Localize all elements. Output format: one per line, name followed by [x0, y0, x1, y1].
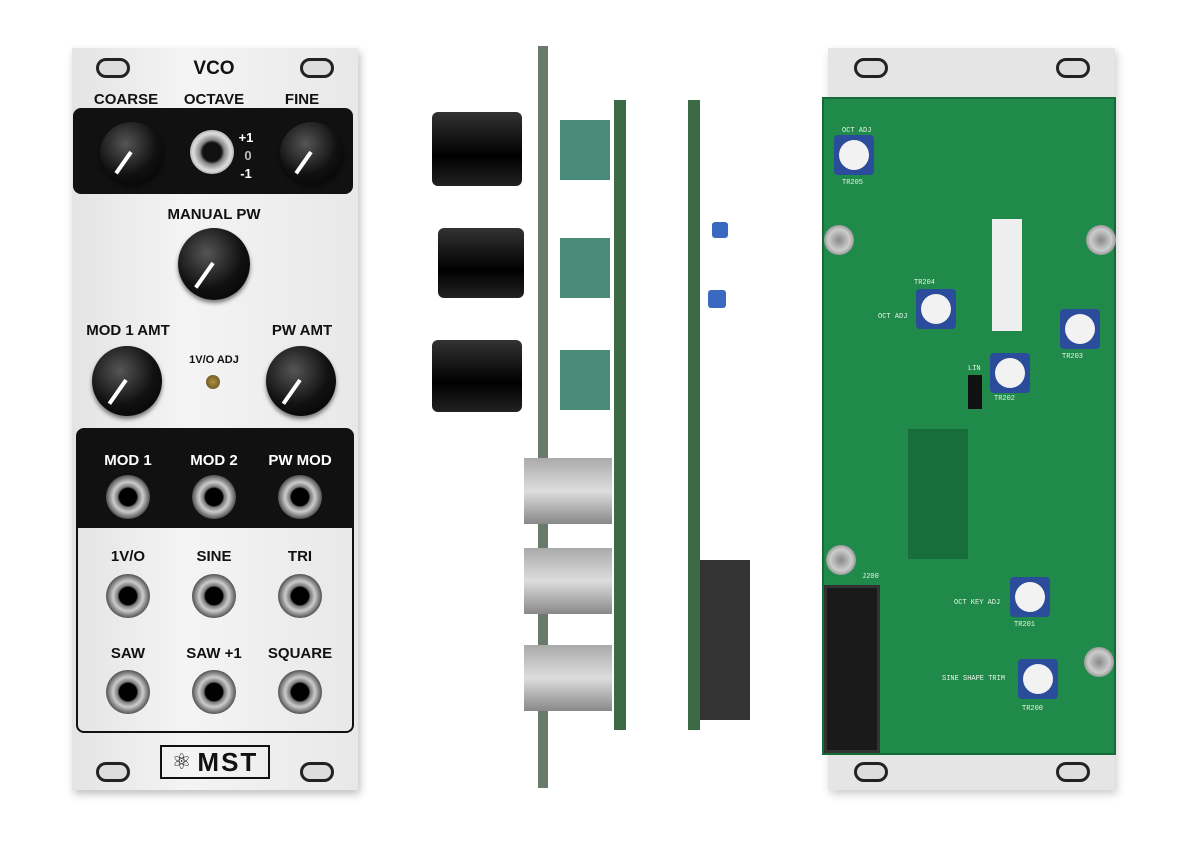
trimmer-tr205[interactable]: [834, 135, 874, 175]
sine-jack[interactable]: [192, 574, 236, 618]
octave-toggle-switch[interactable]: [190, 130, 234, 174]
side-pcb: [688, 100, 700, 730]
trimmer-tr204[interactable]: [916, 289, 956, 329]
mounting-screw: [1086, 225, 1116, 255]
octave-label: OCTAVE: [183, 91, 245, 108]
mod1-jack[interactable]: [106, 475, 150, 519]
mounting-slot: [96, 58, 130, 78]
eurorack-power-header: [824, 585, 880, 753]
trimmer-tr203[interactable]: [1060, 309, 1100, 349]
module-title: VCO: [193, 58, 235, 79]
trimmer-tr201[interactable]: [1010, 577, 1050, 617]
silk-label: LIN: [968, 365, 981, 373]
jack-label: SAW +1: [186, 645, 242, 662]
pw-mod-jack[interactable]: [278, 475, 322, 519]
atom-icon: ⚛: [171, 749, 192, 774]
manual-pw-label: MANUAL PW: [167, 206, 261, 223]
jack-label: TRI: [287, 548, 313, 565]
jack-label: SQUARE: [267, 645, 333, 662]
mounting-slot: [300, 762, 334, 782]
mounting-slot: [854, 58, 888, 78]
mounting-slot: [854, 762, 888, 782]
jack-label: MOD 2: [190, 452, 238, 469]
logo-text: MST: [197, 746, 259, 777]
fine-label: FINE: [284, 91, 320, 108]
mounting-slot: [1056, 58, 1090, 78]
side-knob: [438, 228, 524, 298]
outputs-section: [76, 528, 354, 733]
square-jack[interactable]: [278, 670, 322, 714]
pw-amt-knob[interactable]: [266, 346, 336, 416]
side-jack: [524, 458, 612, 524]
mounting-slot: [1056, 762, 1090, 782]
silk-label: TR203: [1062, 353, 1084, 361]
mod1-amt-label: MOD 1 AMT: [86, 322, 170, 339]
v-oct-trim-screw[interactable]: [206, 375, 220, 389]
mounting-slot: [96, 762, 130, 782]
mounting-screw: [824, 225, 854, 255]
pcb-board: OCT ADJ TR205 TR204 OCT ADJ TR203 TR202 …: [822, 97, 1116, 755]
silk-label: TR204: [914, 279, 936, 287]
silk-label: OCT ADJ: [842, 127, 872, 135]
v-oct-jack[interactable]: [106, 574, 150, 618]
silk-label: OCT KEY ADJ: [954, 599, 1001, 607]
silk-label: TR201: [1014, 621, 1036, 629]
side-panel-edge: [538, 46, 548, 788]
potentiometer: [560, 238, 610, 298]
side-jack: [524, 548, 612, 614]
trimmer: [708, 290, 726, 308]
octave-minus-label: -1: [240, 166, 252, 181]
coarse-label: COARSE: [93, 91, 159, 108]
power-header: [700, 560, 750, 720]
mounting-screw: [826, 545, 856, 575]
silk-label: J200: [862, 573, 879, 581]
jack-label: SINE: [196, 548, 232, 565]
octave-plus-label: +1: [238, 130, 254, 145]
fine-knob[interactable]: [280, 122, 344, 184]
ic-label-sticker: [992, 219, 1022, 331]
silk-label: OCT ADJ: [878, 313, 908, 321]
manual-pw-knob[interactable]: [178, 228, 250, 300]
jumper-header[interactable]: [968, 375, 982, 409]
jack-label: MOD 1: [104, 452, 152, 469]
saw-plus1-jack[interactable]: [192, 670, 236, 714]
trimmer-tr202[interactable]: [990, 353, 1030, 393]
potentiometer: [560, 120, 610, 180]
mounting-slot: [300, 58, 334, 78]
silk-label: TR200: [1022, 705, 1044, 713]
tri-jack[interactable]: [278, 574, 322, 618]
v-oct-adj-label: 1V/O ADJ: [189, 354, 239, 366]
side-knob: [432, 340, 522, 412]
trimmer: [712, 222, 728, 238]
octave-zero-label: 0: [244, 148, 252, 163]
side-pcb: [614, 100, 626, 730]
mounting-screw: [1084, 647, 1114, 677]
pw-amt-label: PW AMT: [271, 322, 333, 339]
coarse-knob[interactable]: [100, 122, 164, 184]
jack-label: PW MOD: [268, 452, 332, 469]
front-panel: VCO COARSE OCTAVE FINE +1 0 -1 MANUAL PW…: [72, 48, 358, 790]
silk-label: SINE SHAPE TRIM: [942, 675, 1006, 683]
jack-label: SAW: [110, 645, 146, 662]
mod2-jack[interactable]: [192, 475, 236, 519]
trimmer-tr200[interactable]: [1018, 659, 1058, 699]
silk-label: TR202: [994, 395, 1016, 403]
jack-label: 1V/O: [110, 548, 146, 565]
silk-label: TR205: [842, 179, 864, 187]
mod1-amt-knob[interactable]: [92, 346, 162, 416]
saw-jack[interactable]: [106, 670, 150, 714]
side-jack: [524, 645, 612, 711]
side-knob: [432, 112, 522, 186]
mst-logo: ⚛ MST: [160, 745, 270, 779]
potentiometer: [560, 350, 610, 410]
ic-footprint: [908, 429, 968, 559]
